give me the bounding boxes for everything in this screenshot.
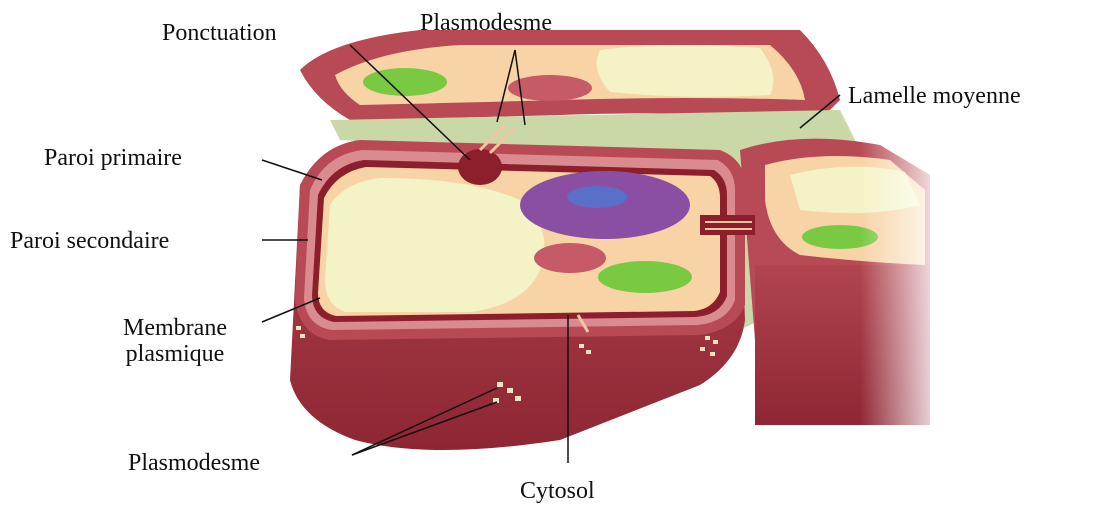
chloroplast <box>363 68 447 96</box>
label-plasmodesme-top: Plasmodesme <box>420 10 552 36</box>
label-membrane-plasmique: Membrane plasmique <box>100 315 250 368</box>
label-membrane-line2: plasmique <box>100 341 250 367</box>
label-paroi-primaire: Paroi primaire <box>44 145 182 171</box>
label-ponctuation: Ponctuation <box>162 20 277 46</box>
label-paroi-secondaire: Paroi secondaire <box>10 228 169 254</box>
main-cell <box>290 125 755 450</box>
label-plasmodesme-bottom: Plasmodesme <box>128 450 260 476</box>
central-vacuole <box>325 178 545 312</box>
label-lamelle-moyenne: Lamelle moyenne <box>848 83 1021 109</box>
nucleolus <box>567 186 627 208</box>
vacuole <box>597 45 774 96</box>
label-membrane-line1: Membrane <box>100 315 250 341</box>
golgi-body <box>534 243 606 273</box>
right-neighbor-cell <box>740 139 950 440</box>
label-cytosol: Cytosol <box>520 478 595 504</box>
chloroplast-main <box>598 261 692 293</box>
